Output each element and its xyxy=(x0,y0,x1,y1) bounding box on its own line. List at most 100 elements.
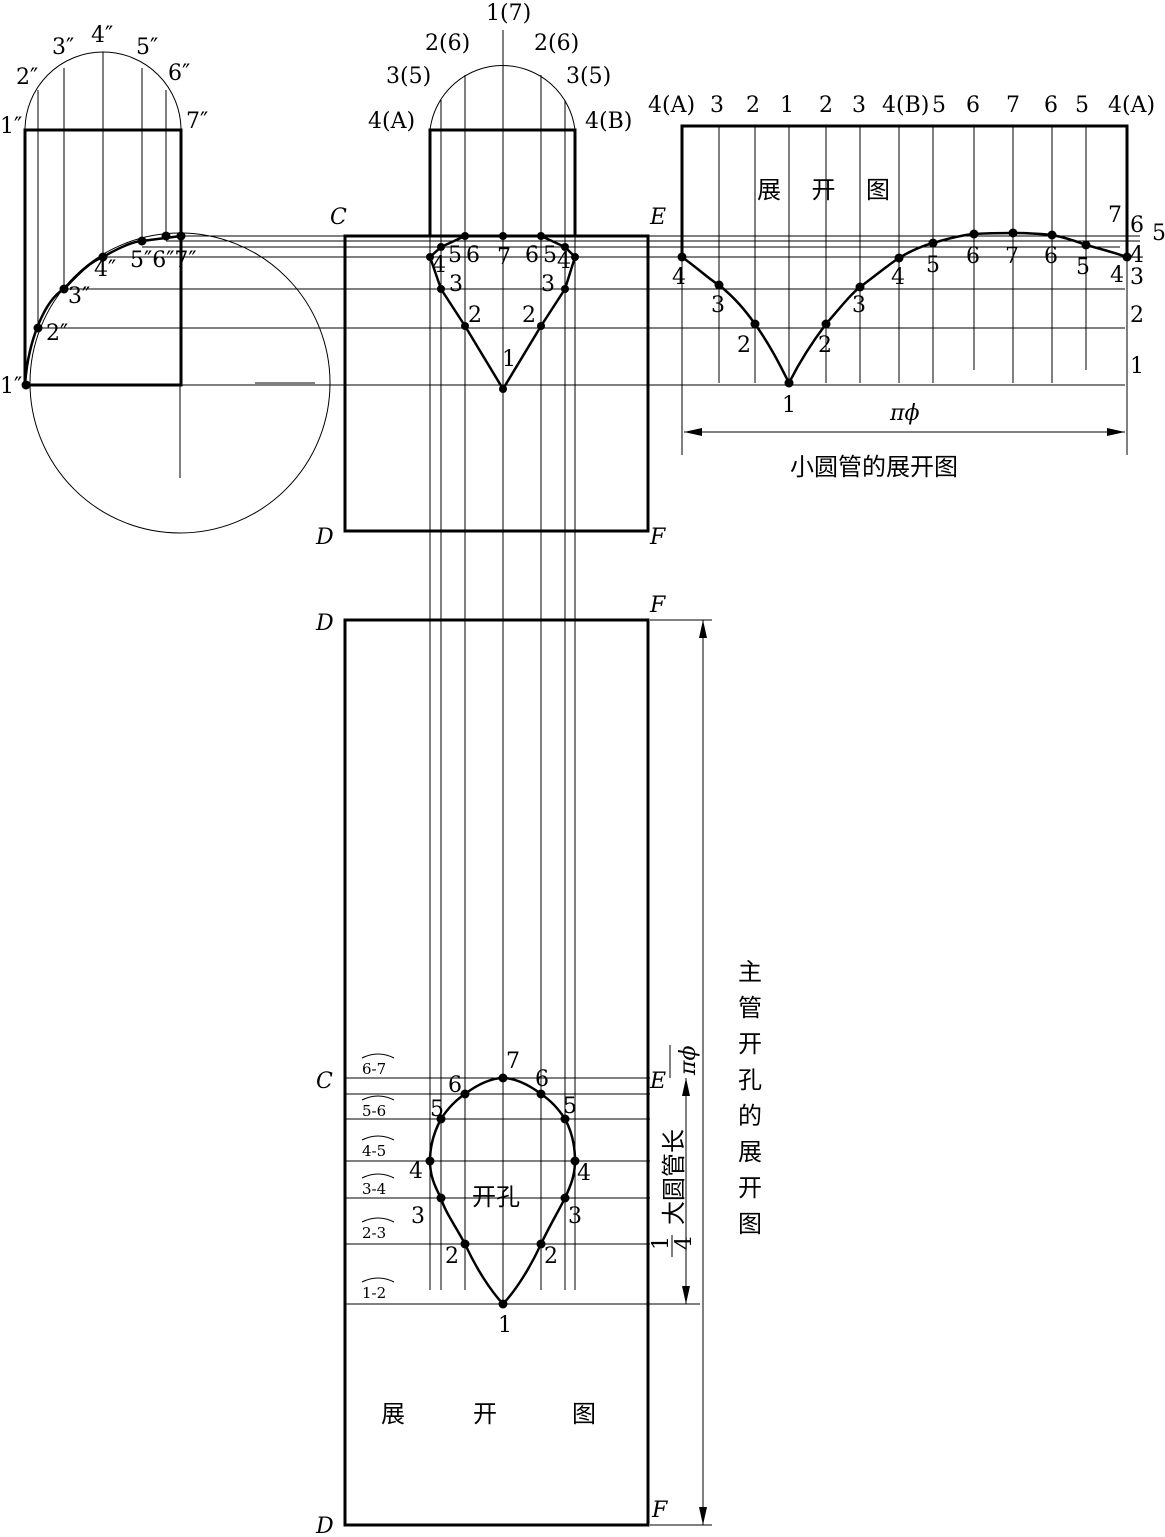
corner-D: D xyxy=(315,611,334,636)
bottom-label: 开 xyxy=(473,1400,497,1428)
label: 6 xyxy=(966,244,980,269)
label: 1 xyxy=(1130,354,1144,379)
label: 1(7) xyxy=(486,1,531,26)
arc-label: 1-2 xyxy=(362,1284,386,1302)
label: 1 xyxy=(780,93,794,118)
branch-development-curve xyxy=(681,231,1128,386)
label: 1 xyxy=(782,393,796,418)
main-development-rect xyxy=(343,618,650,1527)
label: 4″ xyxy=(94,257,116,282)
label: 2(6) xyxy=(534,31,579,56)
label: 5 xyxy=(563,1094,577,1119)
label: 4(A) xyxy=(648,93,695,118)
corner-D: D xyxy=(315,525,334,550)
label: 3″ xyxy=(68,284,90,309)
label: 3 xyxy=(411,1204,425,1229)
arc-label: 6-7 xyxy=(362,1060,386,1078)
label: 1″ xyxy=(0,114,22,139)
bottom-label: 图 xyxy=(572,1400,596,1428)
label: 5 xyxy=(1152,221,1165,246)
label: 4 xyxy=(891,265,905,290)
caption: 小圆管的展开图 xyxy=(790,453,958,481)
development-title: 展 开 图 xyxy=(757,176,890,204)
label: 4(B) xyxy=(585,109,632,134)
label: 6 xyxy=(525,243,539,268)
dimension-label: πϕ xyxy=(889,401,919,426)
label: 6 xyxy=(966,93,980,118)
svg-text:开: 开 xyxy=(738,1174,762,1202)
branch-pipe-development: 4(A) 3 2 1 2 3 4(B) 5 6 7 6 5 4(A) 展 开 图… xyxy=(648,93,1165,481)
label: 2 xyxy=(819,93,833,118)
label: 2 xyxy=(746,93,760,118)
label: 1 xyxy=(498,1313,512,1338)
arc-label: 3-4 xyxy=(362,1180,386,1198)
label: 3(5) xyxy=(386,64,431,89)
corner-F: F xyxy=(649,525,666,550)
label: 5 xyxy=(448,243,462,268)
label: 7 xyxy=(506,1049,520,1074)
arc-label: 5-6 xyxy=(362,1102,386,1120)
label: 2 xyxy=(1130,303,1144,328)
label: 1″ xyxy=(0,374,22,399)
main-pipe-front xyxy=(343,234,650,533)
label: 3 xyxy=(852,293,866,318)
label: 3(5) xyxy=(566,64,611,89)
arc-labels: 6-7 5-6 4-5 3-4 2-3 1-2 xyxy=(361,1053,395,1302)
label: 6 xyxy=(1130,213,1144,238)
dim-frac-den: 4 xyxy=(672,1236,697,1250)
label: 3″ xyxy=(52,35,74,60)
label: 4 xyxy=(432,253,446,278)
front-view: 1(7) 2(6) 2(6) 3(5) 3(5) 4(A) 4(B) C E D… xyxy=(315,1,666,1300)
label: 3 xyxy=(710,93,724,118)
main-pipe-development: D F C E D F 6-7 5-6 4-5 3-4 2-3 1-2 7 6 … xyxy=(315,593,762,1537)
svg-text:图: 图 xyxy=(738,1210,762,1238)
dim-pi-label: πϕ xyxy=(676,1046,701,1076)
dim-text: 大圆管长 xyxy=(660,1129,688,1225)
label: 2 xyxy=(544,1244,558,1269)
label: 5 xyxy=(1076,255,1090,280)
corner-C: C xyxy=(316,1069,333,1094)
left-intersection-curve xyxy=(23,234,182,386)
svg-text:的: 的 xyxy=(738,1102,762,1130)
label: 1 xyxy=(502,347,516,372)
label: 7 xyxy=(1006,93,1020,118)
label: 6 xyxy=(1044,93,1058,118)
label: 6 xyxy=(466,243,480,268)
label: 5″6″7″ xyxy=(130,248,197,273)
hole-text: 开孔 xyxy=(472,1183,520,1211)
label: 3 xyxy=(568,1204,582,1229)
label: 4 xyxy=(1130,243,1144,268)
corner-F: F xyxy=(651,1498,668,1523)
label: 2 xyxy=(445,1244,459,1269)
corner-E: E xyxy=(649,1069,666,1094)
label: 5 xyxy=(926,253,940,278)
label: 4(A) xyxy=(368,109,415,134)
corner-E: E xyxy=(649,205,666,230)
label: 6 xyxy=(448,1073,462,1098)
label: 3 xyxy=(852,93,866,118)
label: 4 xyxy=(409,1159,423,1184)
label: 2(6) xyxy=(425,31,470,56)
label: 3 xyxy=(1130,265,1144,290)
label: 5 xyxy=(1075,93,1089,118)
svg-text:开: 开 xyxy=(738,1030,762,1058)
left-side-view: 1″ 2″ 3″ 4″ 5″ 6″ 7″ 1″ 2″ 3″ 4″ 5″6″7″ xyxy=(0,23,331,534)
label: 5 xyxy=(543,243,557,268)
label: 6 xyxy=(535,1067,549,1092)
label: 2 xyxy=(522,303,536,328)
label: 2″ xyxy=(16,65,38,90)
label: 6 xyxy=(1044,244,1058,269)
label: 2 xyxy=(468,303,482,328)
label: 6″ xyxy=(168,61,190,86)
label: 3 xyxy=(711,293,725,318)
bottom-label: 展 xyxy=(381,1400,405,1428)
corner-C: C xyxy=(330,205,347,230)
label: 2″ xyxy=(46,321,68,346)
vertical-caption: 主 管 开 孔 的 展 开 图 xyxy=(738,958,762,1238)
label: 5 xyxy=(932,93,946,118)
label: 4″ xyxy=(91,23,113,48)
label: 5″ xyxy=(136,35,158,60)
arc-label: 2-3 xyxy=(362,1224,386,1242)
label: 3 xyxy=(449,272,463,297)
